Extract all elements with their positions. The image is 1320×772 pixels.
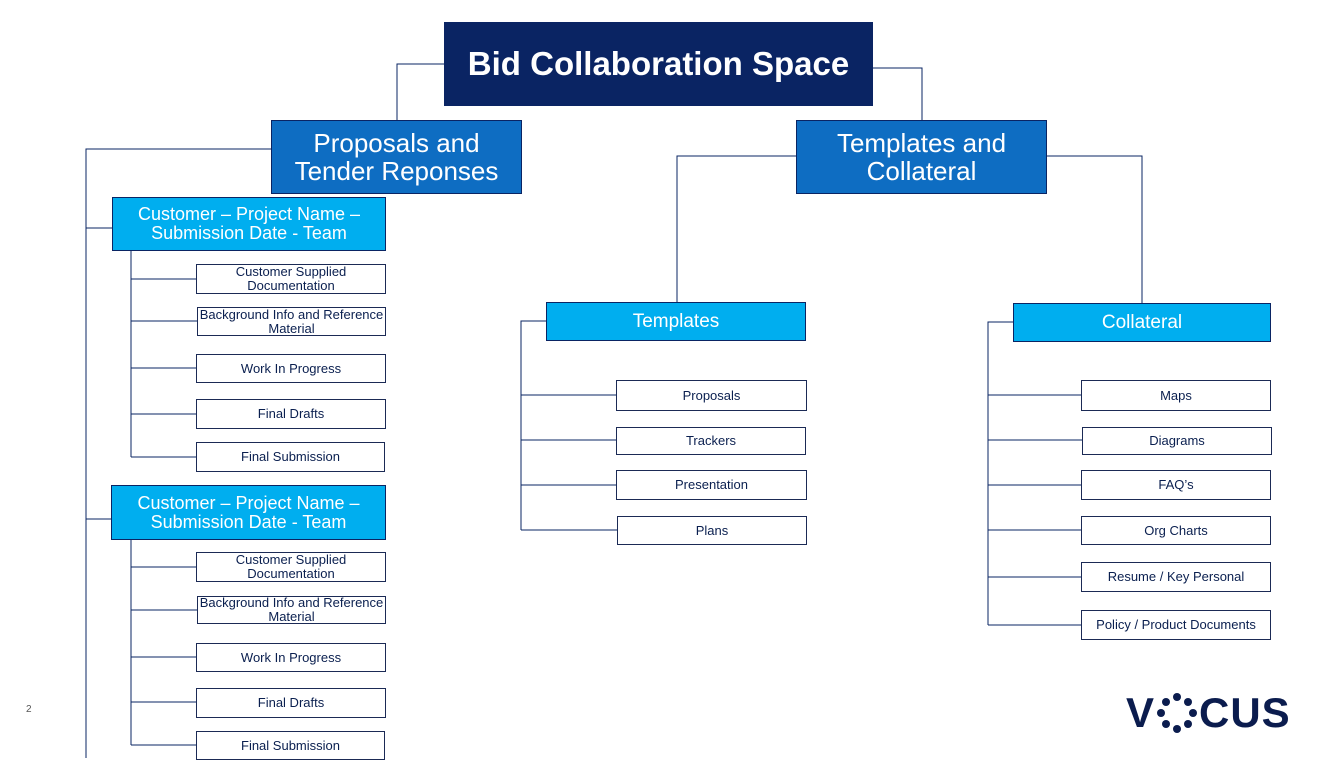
collateral-folder-node: Resume / Key Personal [1081,562,1271,592]
collateral-folder-node: Maps [1081,380,1271,411]
collateral-node: Collateral [1013,303,1271,342]
collateral-folder-node: Org Charts [1081,516,1271,545]
folder-node: Background Info and Reference Material [197,307,386,336]
template-folder-node: Proposals [616,380,807,411]
folder-node: Work In Progress [196,354,386,383]
folder-node: Customer Supplied Documentation [196,552,386,582]
folder-node: Final Submission [196,442,385,472]
collateral-folder-node: Diagrams [1082,427,1272,455]
template-folder-node: Presentation [616,470,807,500]
template-folder-node: Plans [617,516,807,545]
templates-node: Templates [546,302,806,341]
folder-node: Work In Progress [196,643,386,672]
collateral-folder-node: FAQ’s [1081,470,1271,500]
customer-project-node: Customer – Project Name – Submission Dat… [111,485,386,540]
folder-node: Final Drafts [196,399,386,429]
vocus-logo: V CUS [1126,689,1291,736]
folder-node: Customer Supplied Documentation [196,264,386,294]
folder-node: Background Info and Reference Material [197,596,386,624]
root-node: Bid Collaboration Space [444,22,873,106]
template-folder-node: Trackers [616,427,806,455]
templates-collateral-node: Templates and Collateral [796,120,1047,194]
customer-project-node: Customer – Project Name – Submission Dat… [112,197,386,251]
folder-node: Final Drafts [196,688,386,718]
logo-dots-icon [1157,693,1198,733]
folder-node: Final Submission [196,731,385,760]
page-number: 2 [26,704,32,715]
proposals-node: Proposals and Tender Reponses [271,120,522,194]
collateral-folder-node: Policy / Product Documents [1081,610,1271,640]
